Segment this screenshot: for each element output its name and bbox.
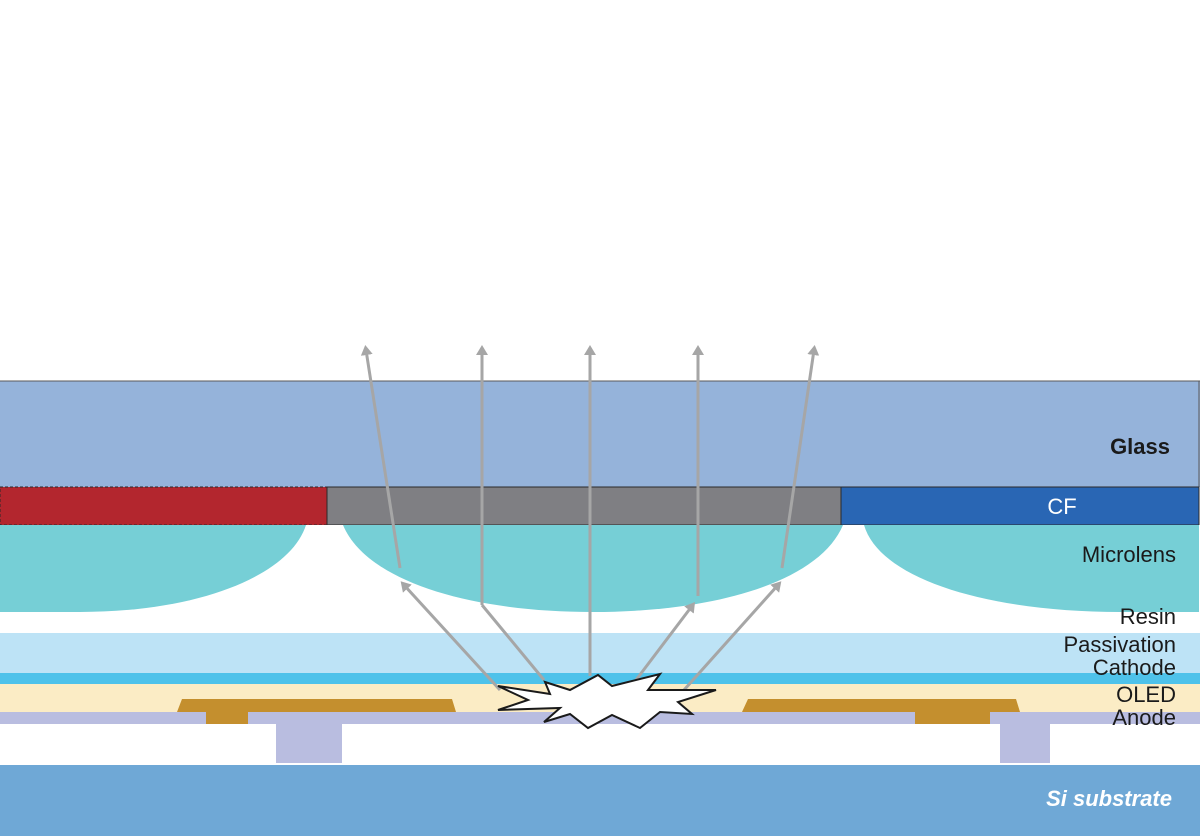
label-oled: OLED bbox=[1116, 682, 1176, 707]
label-passivation: Passivation bbox=[1063, 632, 1176, 657]
anode-metal-left bbox=[177, 699, 456, 724]
cf-red-segment bbox=[0, 486, 328, 526]
ray-left-refracted bbox=[480, 604, 546, 681]
ray-right-refracted bbox=[634, 602, 696, 681]
light-rays bbox=[360, 345, 820, 692]
emission-starburst bbox=[497, 672, 717, 730]
cf-gray-segment bbox=[326, 486, 842, 526]
via-right bbox=[1000, 724, 1050, 764]
label-cathode: Cathode bbox=[1093, 655, 1176, 680]
microlens-right bbox=[864, 525, 1199, 612]
glass-layer bbox=[0, 381, 1200, 487]
ray-far-left-refracted bbox=[400, 581, 502, 692]
ray-far-right-exit bbox=[780, 345, 820, 569]
anode-metal-right bbox=[742, 699, 1020, 724]
label-cf: CF bbox=[1047, 494, 1076, 519]
label-si-substrate: Si substrate bbox=[1046, 786, 1172, 811]
cf-blue-segment bbox=[840, 486, 1200, 526]
ray-far-right-refracted bbox=[682, 581, 782, 692]
passivation-layer bbox=[0, 633, 1200, 673]
label-anode: Anode bbox=[1112, 705, 1176, 730]
si-substrate-layer bbox=[0, 764, 1200, 836]
microlens-left bbox=[0, 525, 306, 612]
microlens-center bbox=[343, 525, 843, 612]
label-resin: Resin bbox=[1120, 604, 1176, 629]
via-left bbox=[276, 724, 342, 764]
ray-far-left-exit bbox=[360, 345, 402, 569]
label-glass: Glass bbox=[1110, 434, 1170, 459]
label-microlens: Microlens bbox=[1082, 542, 1176, 567]
